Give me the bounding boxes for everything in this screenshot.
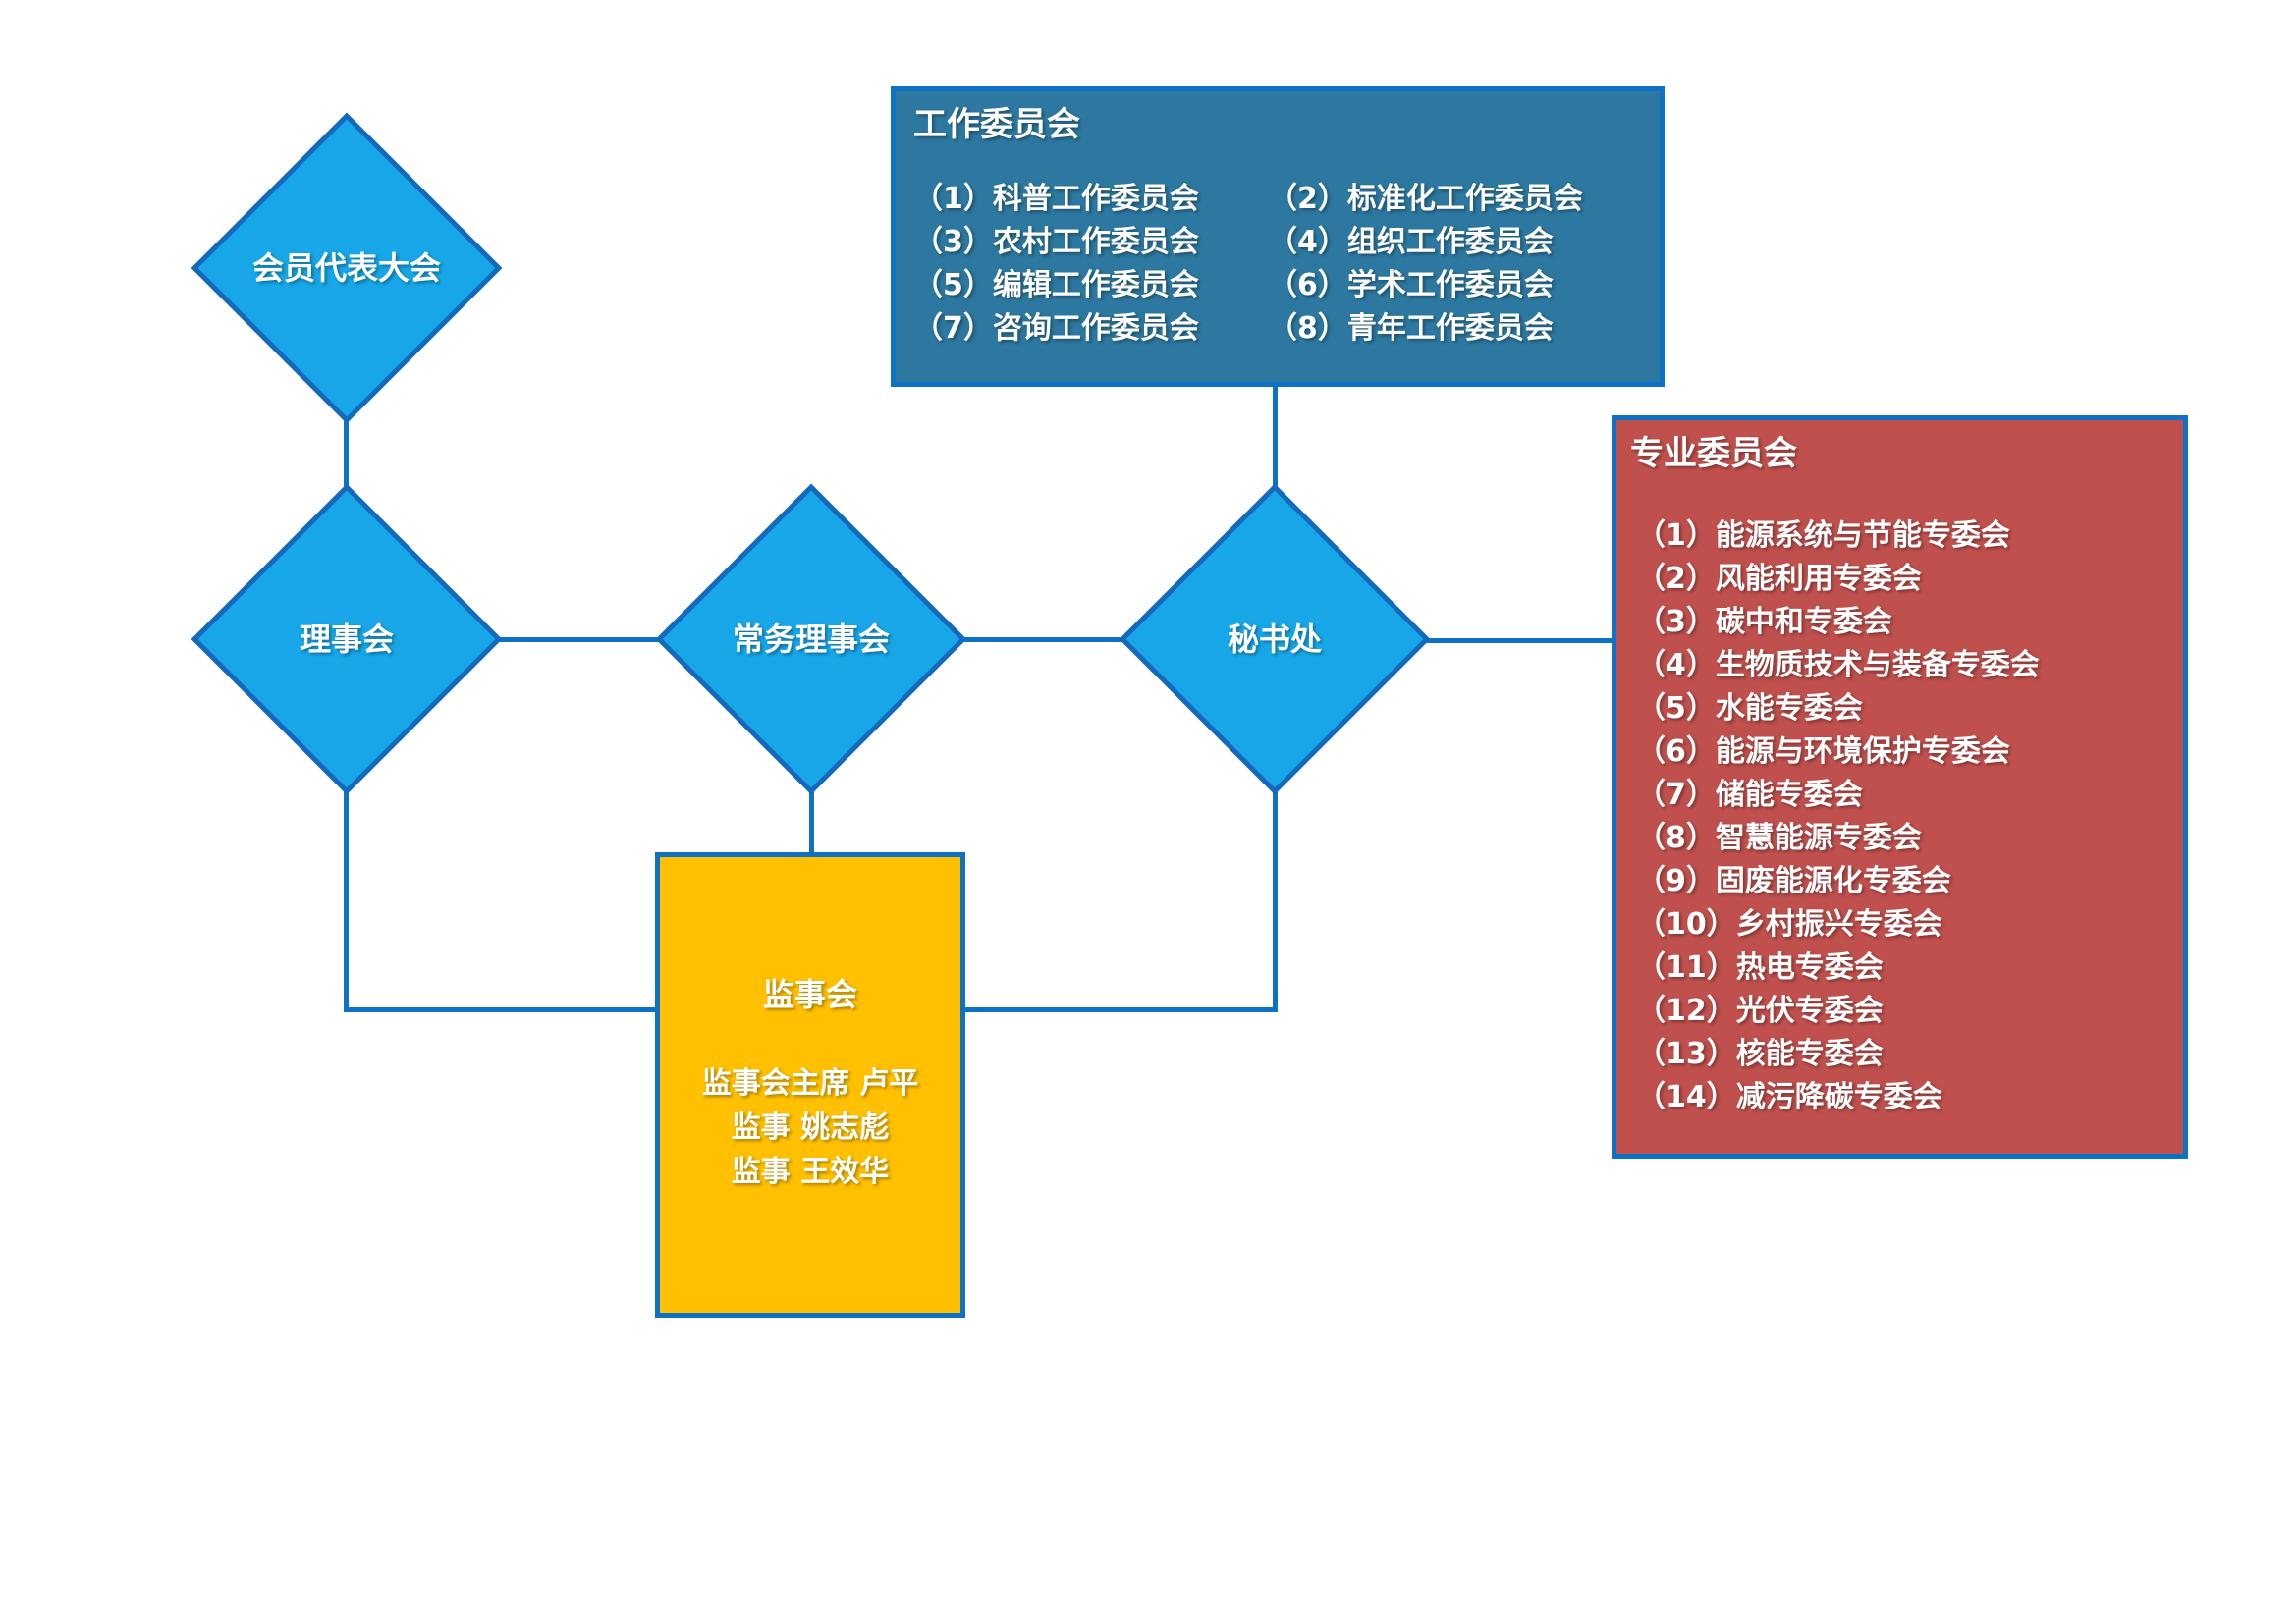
secretariat-label: 秘书处 bbox=[1227, 621, 1322, 658]
professional-committee-item: （2）风能利用专委会 bbox=[1636, 562, 1922, 596]
professional-committee-item: （1）能源系统与节能专委会 bbox=[1636, 518, 2010, 553]
work-committee-item: （1）科普工作委员会 bbox=[913, 182, 1199, 216]
connector-secretariat-down bbox=[1273, 782, 1278, 1012]
professional-committees-box: 专业委员会 （1）能源系统与节能专委会 （2）风能利用专委会 （3）碳中和专委会 （4… bbox=[1612, 415, 2188, 1159]
professional-committee-item: （13）核能专委会 bbox=[1636, 1037, 1884, 1071]
work-committee-item: （3）农村工作委员会 bbox=[913, 225, 1199, 259]
supervisory-board-member: 监事 姚志彪 bbox=[731, 1110, 890, 1145]
connector-secretariat-to-supervisory-board bbox=[962, 1007, 1278, 1012]
work-committee-item: （2）标准化工作委员会 bbox=[1268, 182, 1583, 216]
professional-committee-item: （12）光伏专委会 bbox=[1636, 994, 1884, 1028]
work-committee-item: （5）编辑工作委员会 bbox=[913, 268, 1199, 302]
supervisory-board-member: 监事 王效华 bbox=[731, 1155, 890, 1189]
professional-committee-item: （5）水能专委会 bbox=[1636, 691, 1863, 726]
professional-committee-item: （3）碳中和专委会 bbox=[1636, 605, 1892, 639]
supervisory-board-box: 监事会 监事会主席 卢平监事 姚志彪监事 王效华 bbox=[655, 852, 965, 1318]
connector-standing-council-to-supervisory-board bbox=[809, 784, 814, 856]
professional-committees-title: 专业委员会 bbox=[1630, 434, 1797, 473]
connector-work-committees-to-secretariat bbox=[1273, 385, 1278, 488]
work-committees-title: 工作委员会 bbox=[913, 105, 1080, 144]
member-assembly-label: 会员代表大会 bbox=[251, 249, 441, 287]
professional-committee-item: （11）热电专委会 bbox=[1636, 950, 1884, 985]
supervisory-board-members: 监事会主席 卢平监事 姚志彪监事 王效华 bbox=[660, 1061, 960, 1194]
council-label: 理事会 bbox=[299, 621, 394, 658]
connector-standing-council-to-secretariat bbox=[957, 637, 1129, 642]
professional-committee-item: （8）智慧能源专委会 bbox=[1636, 821, 1922, 855]
work-committee-item: （4）组织工作委员会 bbox=[1268, 225, 1554, 259]
professional-committee-item: （9）固废能源化专委会 bbox=[1636, 864, 1951, 898]
professional-committee-item: （6）能源与环境保护专委会 bbox=[1636, 734, 2010, 769]
work-committee-item: （8）青年工作委员会 bbox=[1268, 311, 1554, 346]
professional-committee-item: （14）减污降碳专委会 bbox=[1636, 1080, 1942, 1114]
supervisory-board-title: 监事会 bbox=[762, 976, 857, 1013]
connector-secretariat-to-professional-committees bbox=[1419, 638, 1615, 643]
connector-council-down bbox=[344, 782, 349, 1012]
professional-committee-item: （10）乡村振兴专委会 bbox=[1636, 907, 1942, 942]
standing-council-label: 常务理事会 bbox=[732, 621, 890, 658]
work-committee-item: （7）咨询工作委员会 bbox=[913, 311, 1199, 346]
professional-committee-item: （4）生物质技术与装备专委会 bbox=[1636, 648, 2040, 682]
connector-assembly-to-council bbox=[344, 420, 349, 487]
connector-council-to-supervisory-board bbox=[344, 1007, 658, 1012]
supervisory-board-member: 监事会主席 卢平 bbox=[701, 1066, 919, 1101]
connector-council-to-standing-council bbox=[491, 637, 666, 642]
work-committees-box: 工作委员会 （1）科普工作委员会 （2）标准化工作委员会 （3）农村工作委员会 （4）… bbox=[891, 86, 1665, 387]
work-committees-list: （1）科普工作委员会 （2）标准化工作委员会 （3）农村工作委员会 （4）组织工作委员… bbox=[913, 178, 1642, 351]
professional-committee-item: （7）储能专委会 bbox=[1636, 778, 1863, 812]
work-committee-item: （6）学术工作委员会 bbox=[1268, 268, 1554, 302]
professional-committees-list: （1）能源系统与节能专委会 （2）风能利用专委会 （3）碳中和专委会 （4）生物质技术… bbox=[1630, 514, 2169, 1119]
